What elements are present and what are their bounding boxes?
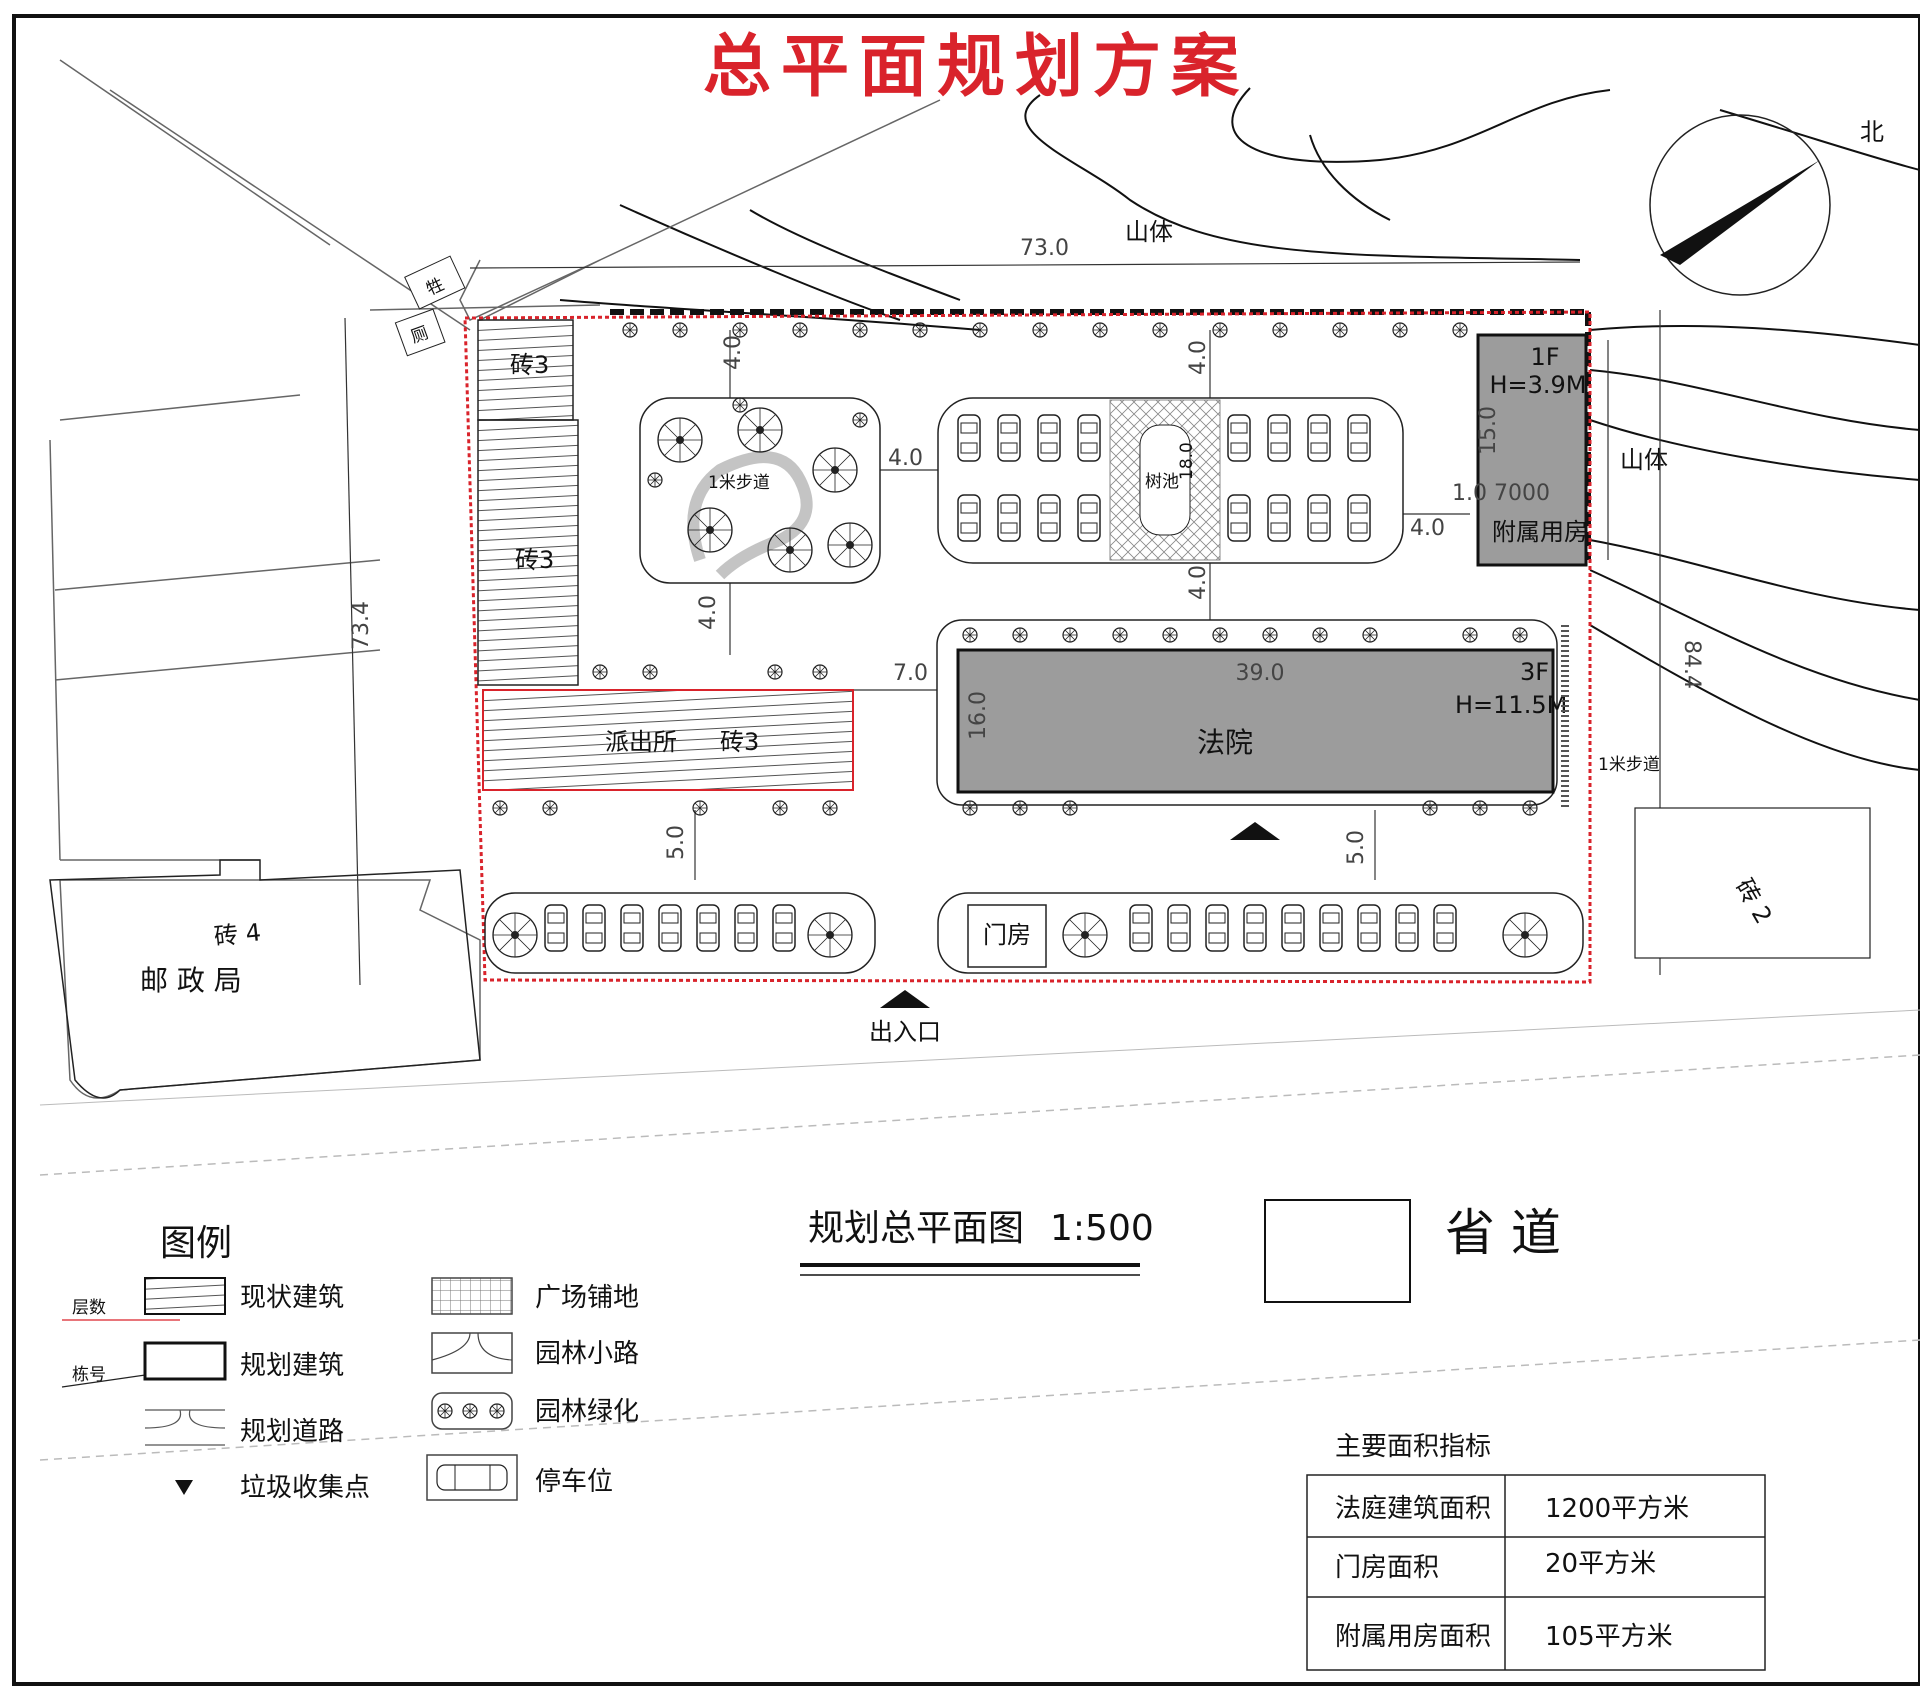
north-label: 北 [1860, 118, 1884, 146]
toilet-label: 厕 [408, 323, 431, 348]
entrance-label: 出入口 [869, 1018, 941, 1046]
existing-building-mid-label: 砖3 [515, 546, 554, 574]
annex-dim-b: 1.0 7000 [1452, 481, 1550, 506]
legend-title: 图例 [160, 1223, 232, 1264]
plan-caption-title: 规划总平面图 [808, 1208, 1024, 1249]
drawing-title: 总平面规划方案 [703, 27, 1249, 107]
dim-parking-depth-b: 5.0 [1344, 830, 1369, 865]
court-width-dim: 39.0 [1236, 661, 1285, 686]
dim-top-length: 73.0 [1020, 236, 1069, 261]
garden-path [687, 451, 813, 580]
police-station [482, 689, 854, 791]
annex-height: H=3.9M [1489, 371, 1586, 399]
toilet-structure [394, 308, 446, 357]
annex-dim-a: 15.0 [1476, 406, 1501, 455]
dim-right-length: 84.4 [1679, 640, 1704, 689]
legend-bldgno-label: 栋号 [72, 1365, 106, 1385]
dim-left-length: 73.4 [349, 601, 374, 650]
tree-pool-label: 树池 [1145, 472, 1179, 492]
legend-swatch-parking-space [426, 1454, 518, 1501]
post-office-material: 砖 4 [213, 918, 263, 951]
legend-swatch-plaza-paving [431, 1277, 513, 1315]
entrance-arrow [880, 990, 930, 1008]
area-row-court-name: 法庭建筑面积 [1335, 1494, 1491, 1524]
dim-top-gap-1: 4.0 [721, 335, 746, 370]
court-floors: 3F [1520, 658, 1549, 686]
tree-pool-core [1139, 424, 1191, 536]
dim-parking-depth-a: 5.0 [664, 825, 689, 860]
tree-pool-dim: 18.0 [1177, 442, 1197, 480]
legend-label-planned-road: 规划道路 [240, 1417, 344, 1447]
legend-label-existing-building: 现状建筑 [240, 1283, 344, 1313]
police-station-label: 派出所 [605, 728, 677, 756]
right-existing-block [1634, 807, 1871, 959]
legend-swatch-landscaping [431, 1392, 513, 1430]
area-row-annex-value: 105平方米 [1545, 1622, 1673, 1652]
road-marker-box [1264, 1199, 1411, 1303]
legend-label-landscaping: 园林绿化 [535, 1397, 639, 1427]
gate-label: 牲 [423, 275, 447, 300]
court-height: H=11.5M [1455, 691, 1567, 719]
annex-floors: 1F [1530, 343, 1559, 371]
legend-floors-label: 层数 [72, 1298, 106, 1318]
area-row-gatehouse-value: 20平方米 [1545, 1549, 1656, 1579]
area-row-annex-name: 附属用房面积 [1335, 1622, 1491, 1652]
road-label: 省 道 [1445, 1204, 1561, 1262]
site-boundary [463, 310, 1592, 984]
legend-label-garden-path: 园林小路 [535, 1339, 639, 1369]
police-station-material: 砖3 [720, 728, 759, 756]
legend-swatch-existing-building [144, 1277, 226, 1315]
post-office-label: 邮 政 局 [140, 964, 242, 997]
dim-garden-gap: 4.0 [696, 595, 721, 630]
drawing-frame [12, 14, 1920, 1686]
gatehouse-label: 门房 [983, 921, 1031, 949]
top-tree-row [622, 322, 1468, 338]
mountain-label-top: 山体 [1125, 218, 1173, 246]
garden-path-label: 1米步道 [708, 473, 770, 493]
legend-swatch-garden-path [431, 1332, 513, 1374]
dim-top-gap-2: 4.0 [1186, 340, 1211, 375]
gatehouse [967, 904, 1047, 968]
dim-middle-gap: 4.0 [1186, 565, 1211, 600]
plan-caption-scale: 1:500 [1050, 1208, 1154, 1249]
legend-swatch-planned-road [144, 1409, 226, 1446]
mountain-label-right: 山体 [1620, 446, 1668, 474]
dim-west-road: 7.0 [893, 661, 928, 686]
annex-building [1476, 333, 1588, 567]
legend-label-parking-space: 停车位 [535, 1467, 613, 1497]
area-row-court-value: 1200平方米 [1545, 1494, 1689, 1524]
legend-swatch-planned-building [143, 1341, 227, 1381]
existing-building-mid [477, 419, 579, 686]
court-building [956, 648, 1555, 794]
existing-context-lines [39, 59, 1920, 1461]
court-depth-dim: 16.0 [966, 691, 991, 740]
court-label: 法院 [1197, 726, 1253, 759]
legend-label-plaza-paving: 广场铺地 [535, 1283, 639, 1313]
existing-building-top-label: 砖3 [510, 351, 549, 379]
legend-label-garbage-point: 垃圾收集点 [240, 1473, 370, 1503]
legend-swatch-garbage-point [175, 1480, 193, 1495]
legend-label-planned-building: 规划建筑 [240, 1351, 344, 1381]
area-table-title: 主要面积指标 [1335, 1432, 1491, 1462]
annex-label: 附属用房 [1492, 518, 1588, 546]
north-arrow [1649, 114, 1831, 296]
garden-island [639, 397, 881, 584]
gate-structure [404, 255, 466, 310]
area-table-grid [1306, 1474, 1766, 1671]
dim-annex-gap: 4.0 [1410, 516, 1445, 541]
dim-road-width: 4.0 [888, 446, 923, 471]
post-office-parcel [49, 859, 481, 1099]
court-entrance-arrow [1230, 822, 1280, 840]
area-row-gatehouse-name: 门房面积 [1335, 1553, 1439, 1583]
sidewalk-label: 1米步道 [1598, 755, 1660, 775]
